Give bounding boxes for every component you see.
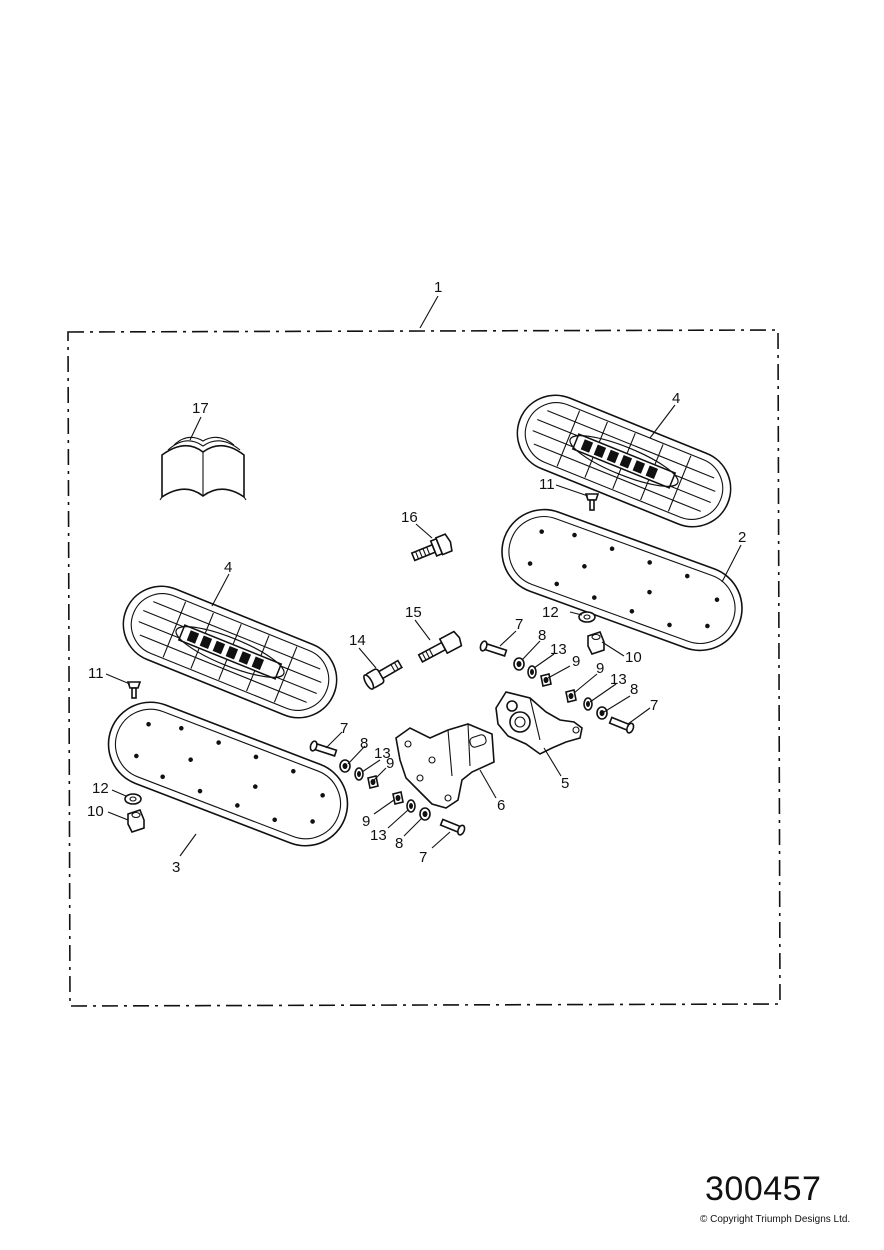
drawing-number: 300457	[705, 1170, 822, 1208]
callout-2: 2	[738, 529, 746, 546]
callout-5: 5	[561, 775, 569, 792]
callout-labels: 1 2 3 4 4 5 6 7 7 7 7 8 8 8 8 9 9 9 9 10…	[87, 279, 746, 876]
mounting-bracket-6	[395, 723, 495, 809]
callout-13-right: 13	[610, 671, 627, 688]
callout-9-right: 9	[596, 660, 604, 677]
callout-8-lower: 8	[395, 835, 403, 852]
hardware-group-upper	[479, 640, 552, 687]
callout-8-left: 8	[360, 735, 368, 752]
footboard-mat-right	[516, 394, 732, 528]
mounting-bracket-5	[495, 691, 583, 755]
callout-8-upper: 8	[538, 627, 546, 644]
callout-16: 16	[401, 509, 418, 526]
callout-7-right: 7	[650, 697, 658, 714]
footboard-mat-left	[122, 585, 338, 719]
callout-8-right: 8	[630, 681, 638, 698]
kit-boundary-box	[67, 329, 781, 1007]
leader-lines	[105, 295, 742, 857]
callout-15: 15	[405, 604, 422, 621]
callout-12-right: 12	[542, 604, 559, 621]
callout-9-upper: 9	[572, 653, 580, 670]
callout-11-left: 11	[88, 665, 104, 682]
callout-13-left: 13	[374, 745, 391, 762]
callout-7-left: 7	[340, 720, 348, 737]
footboard-plate-right	[501, 508, 743, 652]
callout-1: 1	[434, 279, 442, 296]
nut-10-left	[127, 809, 145, 833]
callout-4-left: 4	[224, 559, 232, 576]
hardware-group-left	[309, 740, 379, 789]
callout-4-upper: 4	[672, 390, 680, 407]
hardware-group-lower	[392, 791, 466, 836]
copyright-notice: © Copyright Triumph Designs Ltd.	[700, 1214, 851, 1225]
callout-3: 3	[172, 859, 180, 876]
callout-13-lower: 13	[370, 827, 387, 844]
callout-14: 14	[349, 632, 366, 649]
callout-12-left: 12	[92, 780, 109, 797]
callout-6: 6	[497, 797, 505, 814]
callout-9-left: 9	[386, 755, 394, 772]
callout-11-upper: 11	[539, 476, 555, 493]
bolt-16	[410, 533, 453, 562]
instruction-booklet	[159, 436, 247, 501]
callout-7-upper: 7	[515, 616, 523, 633]
callout-17: 17	[192, 400, 209, 417]
bolt-14	[363, 659, 403, 690]
callout-7-lower: 7	[419, 849, 427, 866]
bolt-15	[417, 630, 463, 663]
screw-11-right	[584, 493, 600, 511]
nut-10-right	[587, 631, 605, 655]
callout-10-left: 10	[87, 803, 104, 820]
washer-12-left	[124, 793, 142, 805]
washer-12-right	[578, 611, 596, 623]
callout-13-upper: 13	[550, 641, 567, 658]
hardware-group-right	[565, 689, 635, 734]
callout-10-right: 10	[625, 649, 642, 666]
screw-11-left	[126, 681, 142, 699]
callout-9-lower: 9	[362, 813, 370, 830]
footboard-plate-left	[107, 701, 349, 847]
